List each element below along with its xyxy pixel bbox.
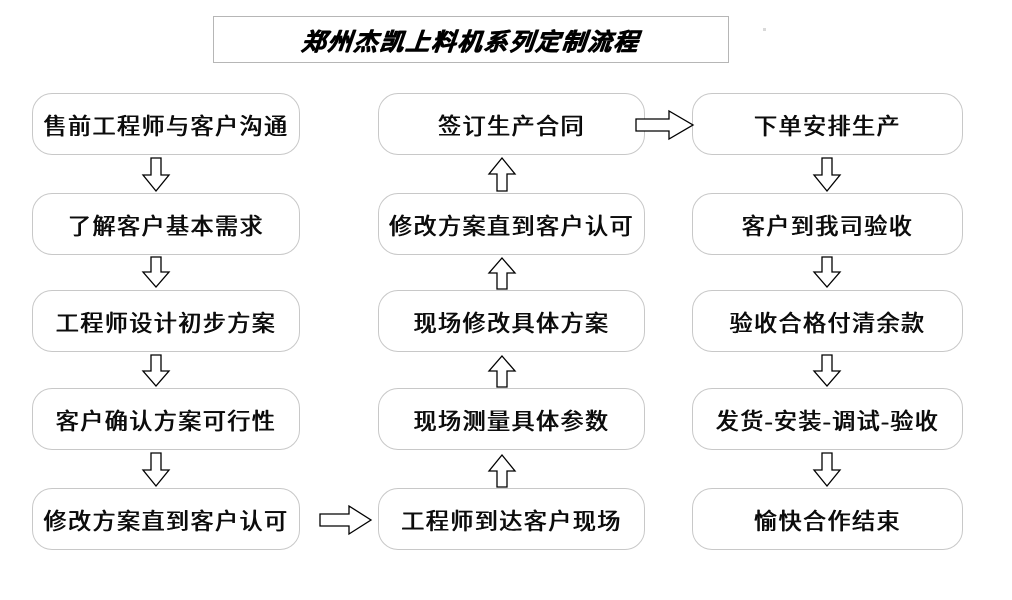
arrow-col1-to-col2 [319, 504, 373, 536]
node-place-order-production[interactable]: 下单安排生产 [692, 93, 963, 155]
arrow-col2-r3-r2 [487, 257, 517, 290]
node-understand-requirements[interactable]: 了解客户基本需求 [32, 193, 300, 255]
node-engineer-initial-design[interactable]: 工程师设计初步方案 [32, 290, 300, 352]
arrow-col2-r2-r1 [487, 156, 517, 192]
node-label: 现场测量具体参数 [413, 409, 610, 434]
node-revise-until-approved-2[interactable]: 修改方案直到客户认可 [378, 193, 645, 255]
node-label: 签订生产合同 [438, 114, 585, 139]
node-ship-install-debug-accept[interactable]: 发货-安装-调试-验收 [692, 388, 963, 450]
arrow-col3-r4-r5 [812, 452, 842, 488]
arrow-col3-r2-r3 [812, 256, 842, 288]
arrow-col2-to-col3 [635, 109, 695, 141]
node-label: 客户到我司验收 [741, 214, 914, 239]
node-label: 发货-安装-调试-验收 [715, 409, 940, 434]
node-customer-inspect-at-company[interactable]: 客户到我司验收 [692, 193, 963, 255]
node-pay-balance-after-acceptance[interactable]: 验收合格付清余款 [692, 290, 963, 352]
node-label: 修改方案直到客户认可 [43, 509, 289, 534]
arrow-col2-r5-r4 [487, 453, 517, 488]
node-customer-confirm-feasibility[interactable]: 客户确认方案可行性 [32, 388, 300, 450]
node-label: 验收合格付清余款 [729, 311, 926, 336]
arrow-col2-r4-r3 [487, 355, 517, 388]
node-label: 工程师到达客户现场 [401, 509, 622, 534]
node-label: 修改方案直到客户认可 [389, 214, 634, 239]
node-revise-until-approved-1[interactable]: 修改方案直到客户认可 [32, 488, 300, 550]
node-label: 售前工程师与客户沟通 [43, 114, 289, 139]
node-presales-communication[interactable]: 售前工程师与客户沟通 [32, 93, 300, 155]
node-label: 愉快合作结束 [754, 509, 901, 534]
node-sign-production-contract[interactable]: 签订生产合同 [378, 93, 645, 155]
node-label: 了解客户基本需求 [68, 214, 264, 239]
arrow-col1-r2-r3 [141, 256, 171, 288]
node-on-site-measure-params[interactable]: 现场测量具体参数 [378, 388, 645, 450]
node-happy-cooperation-end[interactable]: 愉快合作结束 [692, 488, 963, 550]
node-on-site-revise-plan[interactable]: 现场修改具体方案 [378, 290, 645, 352]
arrow-col1-r1-r2 [141, 157, 171, 193]
diagram-title-box: 郑州杰凯上料机系列定制流程 [213, 16, 729, 63]
node-label: 工程师设计初步方案 [55, 311, 277, 336]
stray-speck [763, 28, 766, 31]
node-label: 客户确认方案可行性 [55, 409, 277, 434]
arrow-col3-r1-r2 [812, 157, 842, 193]
node-engineer-arrive-site[interactable]: 工程师到达客户现场 [378, 488, 645, 550]
arrow-col1-r4-r5 [141, 452, 171, 488]
node-label: 现场修改具体方案 [413, 311, 610, 336]
arrow-col3-r3-r4 [812, 354, 842, 387]
diagram-title: 郑州杰凯上料机系列定制流程 [300, 30, 641, 56]
node-label: 下单安排生产 [754, 114, 901, 139]
arrow-col1-r3-r4 [141, 354, 171, 387]
